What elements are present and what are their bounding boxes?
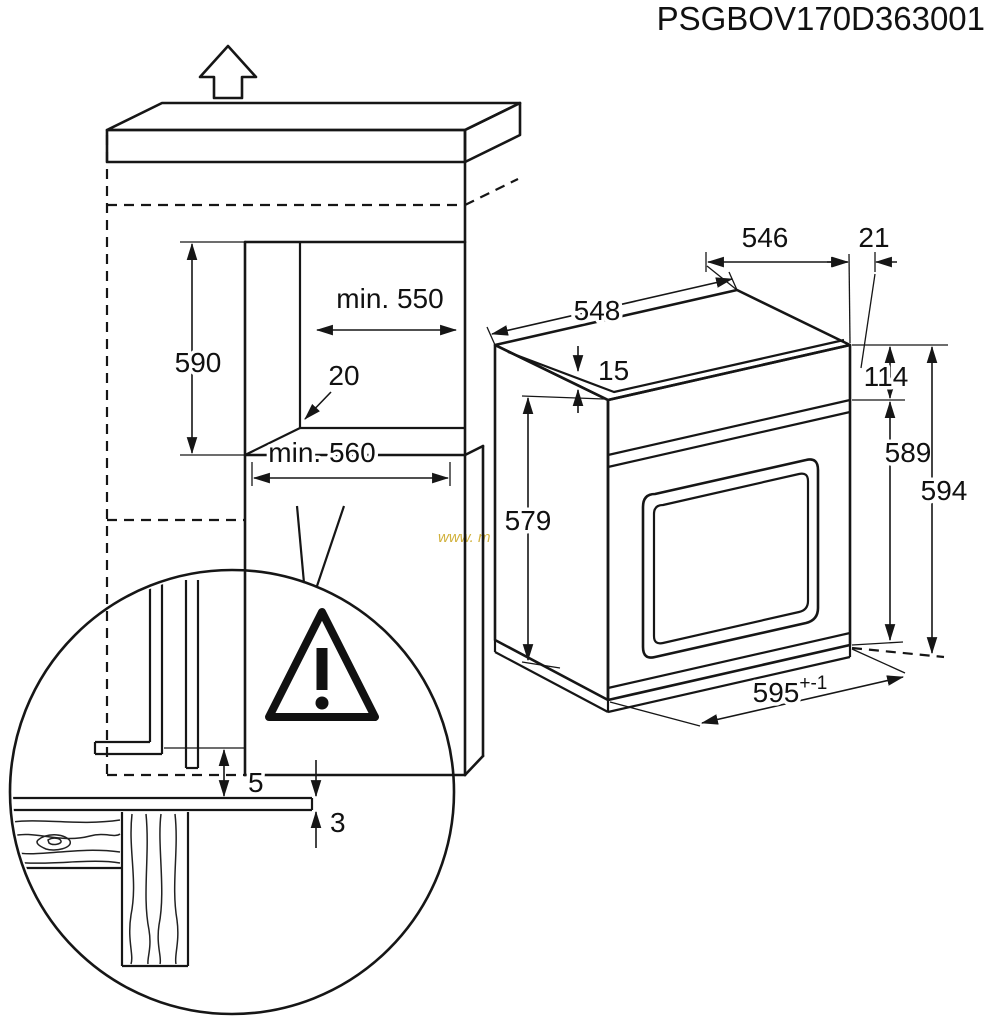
cabinet-niche-interior xyxy=(244,242,465,456)
oven-outline xyxy=(493,288,852,714)
dim-side-height: 579 xyxy=(501,395,605,669)
dim-label-548: 548 xyxy=(574,295,621,326)
dim-label-590: 590 xyxy=(175,347,222,378)
dim-label-15: 15 xyxy=(598,355,629,386)
dim-label-5: 5 xyxy=(248,767,264,798)
dim-label-min-560: min. 560 xyxy=(268,437,375,468)
dim-panel-and-body-height: 114 589 xyxy=(851,344,948,646)
dim-gap-upper: 5 xyxy=(164,747,267,802)
detail-panel-profiles xyxy=(93,580,200,770)
detail-wood-section xyxy=(13,812,190,968)
dim-label-114: 114 xyxy=(864,361,909,392)
dim-label-595: 595+-1 xyxy=(753,673,828,708)
page-title: PSGBOV170D363001 xyxy=(657,0,985,37)
cabinet-drawing: 590 min. 550 20 min. 560 xyxy=(105,44,522,777)
dim-total-height: 594 xyxy=(851,345,971,659)
warning-triangle-icon xyxy=(265,608,379,721)
dim-width: 595+-1 xyxy=(609,648,906,727)
dim-label-589: 589 xyxy=(885,437,932,468)
dim-upper-depth: 546 21 xyxy=(705,219,897,369)
dim-niche-height: 590 xyxy=(171,241,245,456)
cabinet-outline xyxy=(243,160,485,777)
detail-shelf-lines xyxy=(13,796,314,812)
dim-label-21: 21 xyxy=(858,222,889,253)
cabinet-top-slab xyxy=(105,101,522,164)
dim-niche-depth: min. 560 xyxy=(251,434,451,486)
dim-label-min-550: min. 550 xyxy=(336,283,443,314)
up-arrow-icon xyxy=(198,44,258,100)
dim-label-546: 546 xyxy=(742,222,789,253)
dim-top-recess: 15 xyxy=(572,346,633,413)
dim-rear-gap: 20 xyxy=(304,357,363,420)
oven-door-window xyxy=(641,458,820,659)
dim-label-594: 594 xyxy=(921,475,968,506)
dim-label-579: 579 xyxy=(505,505,552,536)
oven-drawing: 548 546 21 15 579 xyxy=(486,219,971,727)
dim-gap-lower: 3 xyxy=(310,760,349,848)
dim-niche-width: min. 550 xyxy=(315,280,458,336)
detail-circle: 5 3 xyxy=(8,568,456,1016)
dim-top-depth: 548 xyxy=(486,271,738,346)
cabinet-hidden-lines xyxy=(105,135,519,777)
detail-leader-lines xyxy=(295,505,346,587)
dim-label-20: 20 xyxy=(328,360,359,391)
dim-label-3: 3 xyxy=(330,807,346,838)
